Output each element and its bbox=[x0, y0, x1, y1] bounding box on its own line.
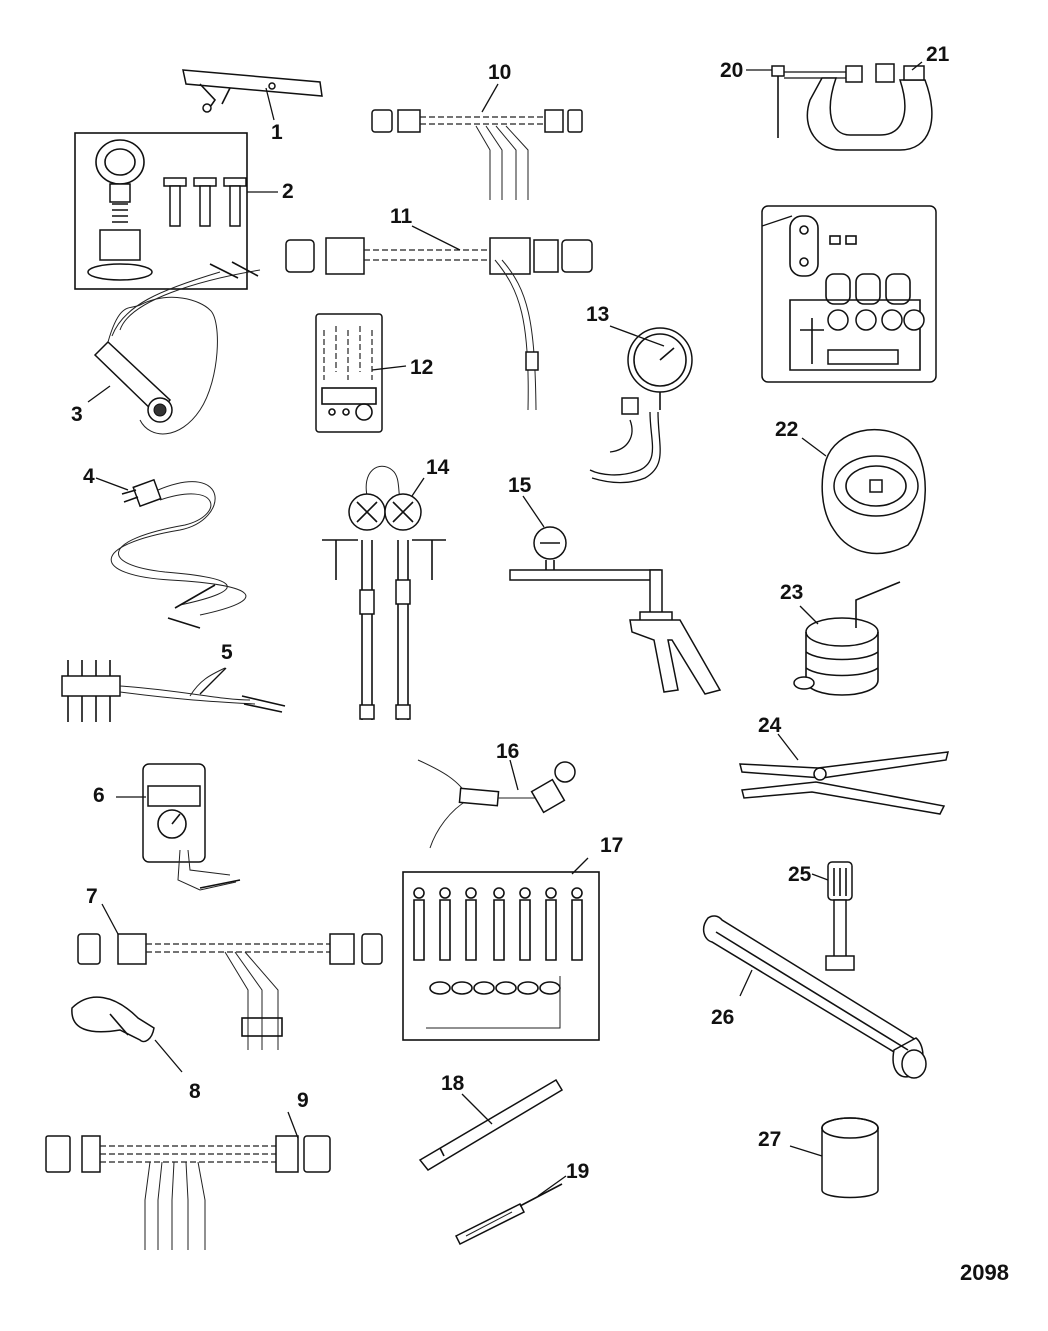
callout-13: 13 bbox=[586, 303, 609, 326]
callout-4: 4 bbox=[83, 465, 95, 488]
tool-8-cone bbox=[71, 996, 155, 1043]
tool-3-timing-light bbox=[93, 261, 261, 435]
callout-19: 19 bbox=[566, 1160, 589, 1183]
tool-16-adapter-lead bbox=[417, 759, 576, 849]
figure-code: 2098 bbox=[960, 1260, 1009, 1285]
callout-16: 16 bbox=[496, 740, 519, 763]
tool-6-multimeter bbox=[142, 763, 241, 891]
tool-10-harness bbox=[371, 109, 583, 200]
tool-27-cylinder bbox=[821, 1117, 879, 1199]
tool-25-puller-bolt bbox=[825, 861, 855, 971]
tool-19-driver bbox=[454, 1183, 563, 1246]
callout-25: 25 bbox=[788, 863, 812, 886]
tool-1-bar-puller bbox=[182, 69, 323, 113]
callout-20: 20 bbox=[720, 59, 743, 82]
tool-kit-case bbox=[761, 205, 937, 383]
tool-12-tester-box bbox=[315, 313, 383, 433]
callout-18: 18 bbox=[441, 1072, 465, 1095]
tool-24-pliers bbox=[739, 751, 949, 815]
tool-13-pressure-gauge bbox=[589, 327, 693, 484]
callout-10: 10 bbox=[488, 61, 511, 84]
tool-20-21-c-clamp bbox=[771, 63, 933, 151]
tool-5-probe-set bbox=[61, 660, 286, 722]
callout-7: 7 bbox=[86, 885, 98, 908]
callout-26: 26 bbox=[711, 1006, 734, 1029]
tool-15-vacuum-pump bbox=[509, 526, 722, 695]
tool-17-bit-set bbox=[402, 871, 600, 1041]
callout-23: 23 bbox=[780, 581, 803, 604]
tool-26-driver-tube bbox=[702, 915, 927, 1079]
callout-15: 15 bbox=[508, 474, 532, 497]
tool-22-filter-wrench bbox=[821, 428, 926, 555]
tool-14-dual-gauge-set bbox=[322, 465, 446, 720]
callout-21: 21 bbox=[926, 43, 950, 66]
callout-9: 9 bbox=[297, 1089, 309, 1112]
tool-4-test-leads bbox=[110, 478, 247, 629]
callout-14: 14 bbox=[426, 456, 450, 479]
callout-5: 5 bbox=[221, 641, 233, 664]
tool-18-punch bbox=[418, 1078, 564, 1171]
callout-3: 3 bbox=[71, 403, 83, 426]
callout-27: 27 bbox=[758, 1128, 781, 1151]
tool-23-ring-compressor bbox=[793, 581, 901, 696]
tool-2-lifting-ring-kit bbox=[74, 132, 248, 290]
tool-7-harness bbox=[77, 933, 383, 1050]
callout-11: 11 bbox=[390, 205, 413, 228]
callout-8: 8 bbox=[189, 1080, 201, 1103]
tool-9-harness bbox=[45, 1135, 331, 1250]
callout-1: 1 bbox=[271, 121, 283, 144]
callout-24: 24 bbox=[758, 714, 782, 737]
callout-6: 6 bbox=[93, 784, 105, 807]
tool-11-harness bbox=[285, 237, 593, 411]
callout-12: 12 bbox=[410, 356, 433, 379]
callout-17: 17 bbox=[600, 834, 623, 857]
callout-22: 22 bbox=[775, 418, 798, 441]
callout-2: 2 bbox=[282, 180, 294, 203]
